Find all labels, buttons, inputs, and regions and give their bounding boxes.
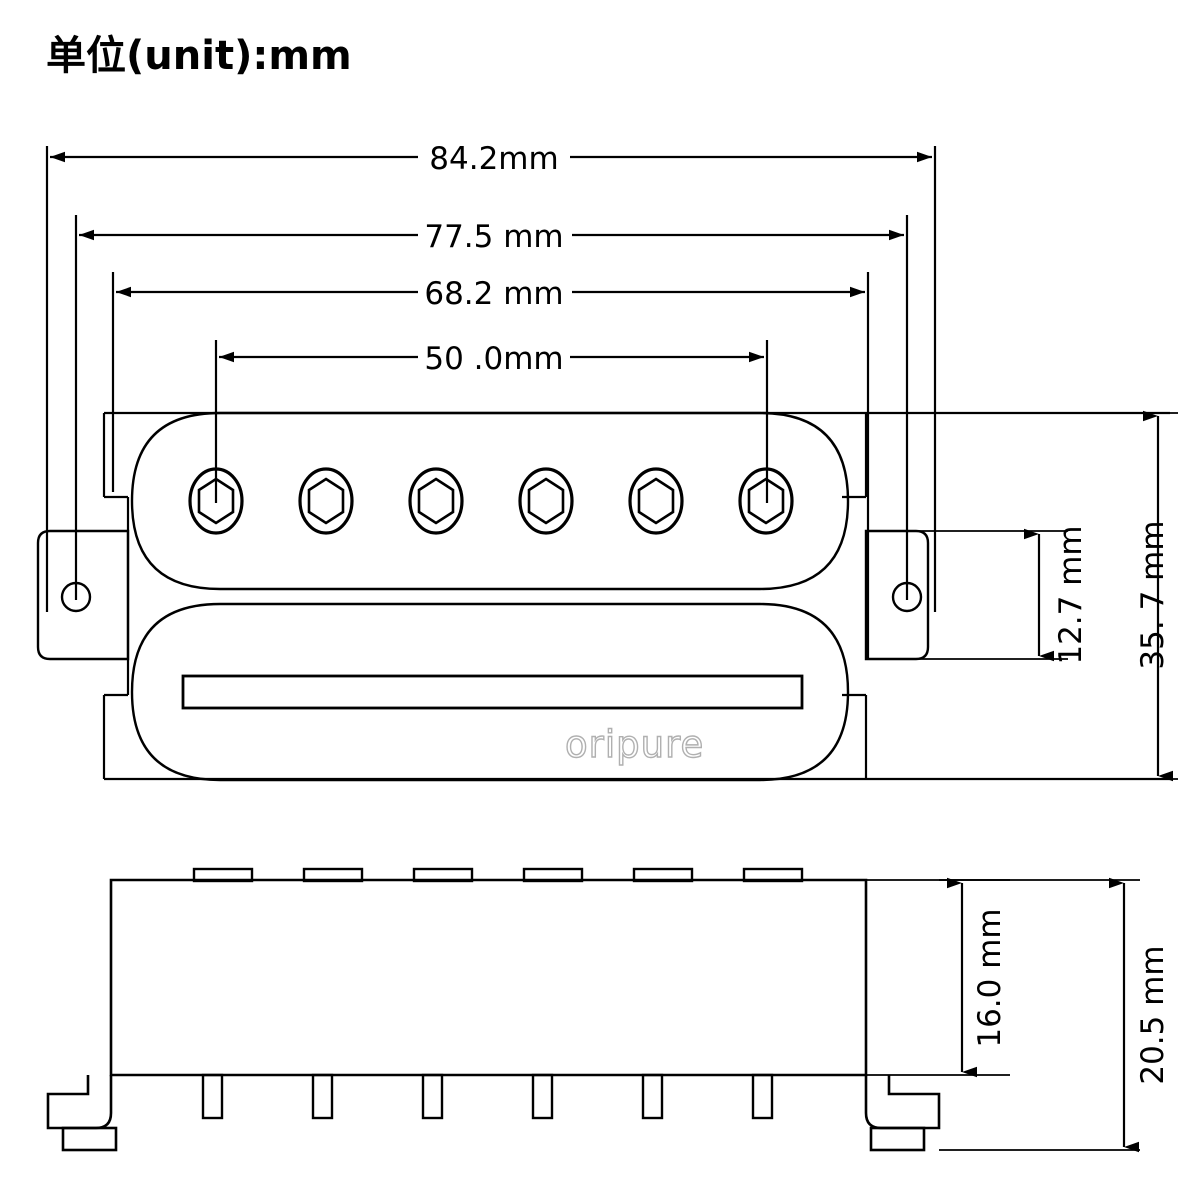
upper-bobbin-outline: [130, 411, 850, 591]
top-view: oripure: [36, 411, 1170, 782]
side-bottom-leg-1: [201, 1073, 224, 1120]
dimension-12-7mm: 12.7 mm: [866, 525, 1089, 665]
side-mount-bracket-right: [864, 1075, 941, 1152]
side-bracket-right-foot: [869, 1126, 926, 1152]
side-top-tab-1: [192, 867, 254, 883]
pole-piece-ring-3: [408, 467, 464, 535]
dimension-20-5mm: 20.5 mm: [939, 877, 1171, 1153]
dim-label-68-2mm: 68.2 mm: [424, 276, 563, 312]
side-top-tab-3: [412, 867, 474, 883]
dimension-68-2mm: 68.2 mm: [116, 276, 865, 312]
mounting-tab-left-outline: [36, 529, 130, 661]
pole-piece-ring-5: [628, 467, 684, 535]
pole-piece-group: [188, 467, 794, 535]
side-top-tab-4: [522, 867, 584, 883]
side-bottom-leg-6: [751, 1073, 774, 1120]
dimension-16-0mm: 16.0 mm: [866, 877, 1010, 1078]
pole-piece-3: [408, 467, 464, 535]
dim-label-50-0mm: 50 .0mm: [424, 341, 563, 377]
extension-lines-horizontal: [45, 146, 937, 660]
pole-piece-5: [628, 467, 684, 535]
pole-piece-ring-4: [518, 467, 574, 535]
pole-piece-6: [738, 467, 794, 535]
dim-label-16-0mm: 16.0 mm: [972, 908, 1008, 1047]
side-bottom-leg-2: [311, 1073, 334, 1120]
side-bottom-legs: [201, 1073, 774, 1120]
pole-piece-2: [298, 467, 354, 535]
side-bottom-leg-4: [531, 1073, 554, 1120]
dim-label-12-7mm: 12.7 mm: [1053, 525, 1089, 664]
mounting-hole-right: [891, 581, 923, 613]
dimension-50-0mm: 50 .0mm: [219, 341, 764, 377]
pole-piece-1: [188, 467, 244, 535]
pole-piece-hex-3: [417, 477, 455, 525]
dim-label-20-5mm: 20.5 mm: [1135, 945, 1171, 1084]
side-top-tab-2: [302, 867, 364, 883]
pole-piece-4: [518, 467, 574, 535]
mounting-tab-left: [36, 529, 130, 661]
brand-logo-oripure: oripure: [565, 723, 704, 766]
pole-piece-ring-1: [188, 467, 244, 535]
side-bottom-leg-3: [421, 1073, 444, 1120]
dim-label-84-2mm: 84.2mm: [429, 141, 558, 177]
side-bottom-leg-5: [641, 1073, 664, 1120]
pole-piece-hex-1: [197, 477, 235, 525]
blade-slot: [181, 674, 804, 710]
side-mount-bracket-left: [46, 1075, 118, 1152]
mounting-tab-right-outline: [864, 529, 930, 661]
unit-note-label: 单位(unit):mm: [46, 33, 352, 79]
side-top-tab-5: [632, 867, 694, 883]
side-body-outline: [109, 878, 868, 1077]
mounting-hole-left: [60, 581, 92, 613]
pole-piece-hex-2: [307, 477, 345, 525]
dim-label-77-5mm: 77.5 mm: [424, 219, 563, 255]
side-top-tab-6: [742, 867, 804, 883]
lower-bobbin-outline: [130, 602, 850, 782]
side-bracket-left-foot: [61, 1126, 118, 1152]
side-top-tabs: [192, 867, 804, 883]
pole-piece-hex-5: [637, 477, 675, 525]
dimension-35-7mm: 35. 7 mm: [928, 410, 1178, 782]
dimension-84-2mm: 84.2mm: [50, 141, 932, 177]
dimension-77-5mm: 77.5 mm: [79, 219, 904, 255]
pole-piece-ring-2: [298, 467, 354, 535]
mounting-tab-right: [864, 529, 930, 661]
side-view: [46, 867, 941, 1152]
side-bracket-right-outline: [864, 1075, 941, 1130]
pole-piece-hex-6: [747, 477, 785, 525]
side-bracket-left-outline: [46, 1075, 113, 1130]
dim-label-35-7mm: 35. 7 mm: [1135, 520, 1171, 669]
pole-piece-hex-4: [527, 477, 565, 525]
pole-piece-ring-6: [738, 467, 794, 535]
